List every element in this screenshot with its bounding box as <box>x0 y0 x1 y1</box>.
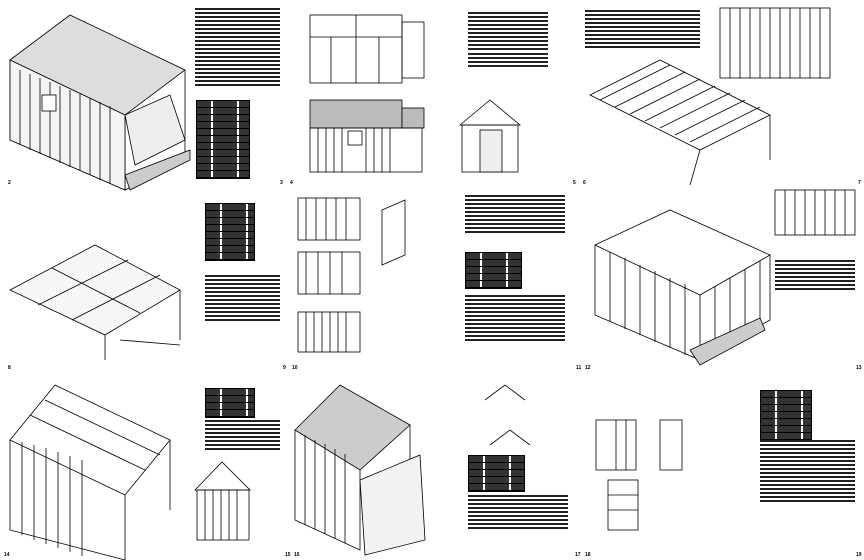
step-text <box>465 195 565 235</box>
page-number: 9 <box>283 365 286 371</box>
step-text <box>775 260 855 292</box>
door-parts-table <box>760 390 812 441</box>
step-text <box>760 440 855 504</box>
page-number: 14 <box>4 552 10 558</box>
floor-sheathing-drawing <box>9 244 181 360</box>
instructions-text-block <box>195 8 280 88</box>
gable-end-drawing <box>194 461 251 541</box>
step-text <box>465 295 565 343</box>
note-text <box>468 53 548 69</box>
floor-parts-table <box>205 203 255 261</box>
page-number: 7 <box>858 180 861 186</box>
step-text <box>205 275 280 323</box>
wall-frame-drawing <box>774 189 856 236</box>
wall-panel-drawings <box>297 197 406 353</box>
page-number: 2 <box>8 180 11 186</box>
step-text <box>468 495 568 531</box>
materials-table <box>196 100 250 179</box>
step-text <box>585 10 700 50</box>
materials-list <box>468 12 548 52</box>
door-detail-drawing <box>595 419 683 531</box>
shed-isometric-drawing <box>9 14 191 191</box>
step-text <box>205 420 280 452</box>
page-number: 15 <box>285 552 291 558</box>
top-view-drawing <box>309 14 425 84</box>
roof-framing-drawing <box>9 384 171 560</box>
page-number: 3 <box>280 180 283 186</box>
wall-parts-table <box>465 252 522 289</box>
page-number: 11 <box>576 365 582 371</box>
page-number: 18 <box>585 552 591 558</box>
floor-framing-drawing <box>589 59 771 186</box>
roof-parts-table <box>205 388 255 418</box>
rafter-detail-drawing <box>484 384 531 446</box>
side-elevation-drawing <box>309 99 425 173</box>
front-elevation-drawing <box>458 99 522 173</box>
trim-parts-table <box>468 455 525 492</box>
page-number: 12 <box>585 365 591 371</box>
wall-assembly-drawing <box>594 209 771 366</box>
page-number: 19 <box>856 552 862 558</box>
page-number: 4 <box>290 180 293 186</box>
shed-with-roof-drawing <box>294 384 426 556</box>
page-number: 17 <box>575 552 581 558</box>
page-number: 10 <box>292 365 298 371</box>
page-number: 5 <box>573 180 576 186</box>
page-number: 6 <box>583 180 586 186</box>
page-number: 8 <box>8 365 11 371</box>
page-number: 13 <box>856 365 862 371</box>
wall-framing-drawing <box>719 7 831 79</box>
page-number: 16 <box>294 552 300 558</box>
